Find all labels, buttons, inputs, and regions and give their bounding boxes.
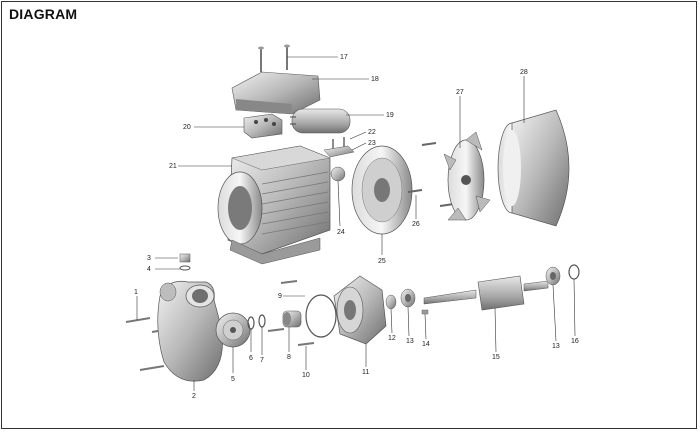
pump-volute (157, 280, 223, 382)
cable-clamp (323, 137, 355, 158)
part-label-27: 27 (456, 89, 464, 96)
part-label-18: 18 (371, 76, 379, 83)
part-label-1: 1 (134, 289, 138, 296)
diagram-title: DIAGRAM (9, 6, 78, 22)
fan-cover (497, 109, 570, 227)
part-label-21: 21 (169, 163, 177, 170)
part-label-17: 17 (340, 54, 348, 61)
part-label-25: 25 (378, 258, 386, 265)
part-label-11: 11 (362, 369, 369, 376)
rear-bearing (545, 264, 580, 286)
part-label-12: 12 (388, 335, 396, 342)
mechanical-seal (267, 280, 302, 332)
leader-lines (136, 56, 576, 391)
part-label-8: 8 (287, 354, 291, 361)
part-labels: 17 18 19 20 22 23 21 24 25 26 27 28 3 4 … (134, 54, 579, 400)
part-label-23: 23 (368, 140, 376, 147)
part-label-6: 6 (249, 355, 253, 362)
part-label-5: 5 (231, 376, 235, 383)
part-label-26: 26 (412, 221, 420, 228)
fan-screws (407, 142, 455, 207)
part-label-3: 3 (147, 255, 151, 262)
part-label-20: 20 (183, 124, 191, 131)
impeller-washers (247, 314, 266, 330)
part-label-10: 10 (302, 372, 310, 379)
terminal-block (243, 113, 283, 139)
cooling-fan (443, 131, 491, 221)
part-label-14: 14 (422, 341, 430, 348)
part-label-28: 28 (520, 69, 528, 76)
part-label-19: 19 (386, 112, 394, 119)
part-label-2: 2 (192, 393, 196, 400)
front-bearing (385, 288, 416, 310)
pump-bracket (333, 275, 387, 345)
capacitor (290, 108, 351, 134)
impeller (215, 312, 251, 348)
part-label-15: 15 (492, 354, 500, 361)
part-label-22: 22 (368, 129, 376, 136)
part-label-7: 7 (260, 357, 264, 364)
rear-flange (351, 145, 413, 235)
o-ring (305, 294, 337, 338)
part-label-4: 4 (147, 266, 151, 273)
drain-plug (179, 253, 191, 271)
part-label-9: 9 (278, 293, 282, 300)
part-label-16: 16 (571, 338, 579, 345)
terminal-box-cover (231, 71, 321, 115)
bearing-cap (330, 166, 346, 182)
rotor-shaft (423, 275, 549, 311)
bracket-bolts (297, 342, 315, 346)
part-label-13: 13 (406, 338, 414, 345)
motor-housing (217, 145, 331, 265)
part-label-13b: 13 (552, 343, 560, 350)
shaft-key (421, 309, 429, 315)
cover-screws (258, 44, 290, 72)
part-label-24: 24 (337, 229, 345, 236)
